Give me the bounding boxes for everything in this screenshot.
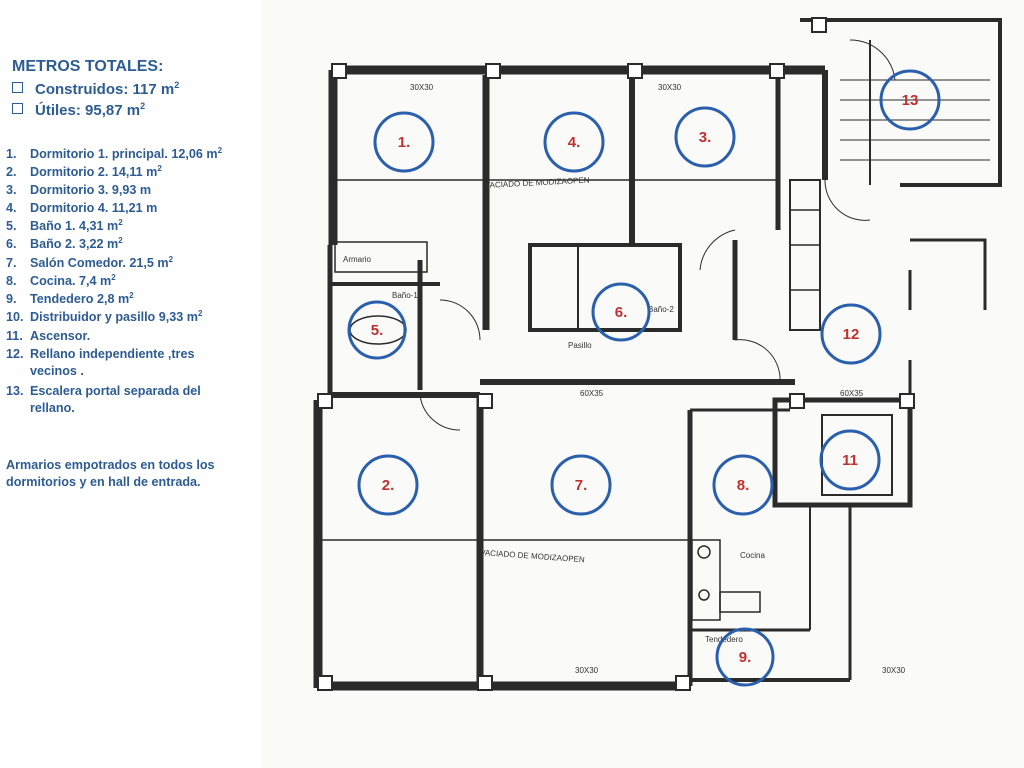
legend-item-1: 1.Dormitorio 1. principal. 12,06 m2 [6, 146, 223, 162]
room-marker-3: 3. [674, 106, 736, 168]
plan-text-pasillo: Pasillo [568, 341, 592, 350]
room-marker-7: 7. [550, 454, 612, 516]
legend-item-12-cont: vecinos . [30, 364, 84, 378]
legend-title: METROS TOTALES: [12, 58, 164, 75]
room-label-9: 9. [739, 649, 752, 666]
legend-item-8: 8.Cocina. 7,4 m2 [6, 273, 116, 289]
room-label-12: 12 [843, 326, 860, 343]
room-marker-13: 13 [879, 69, 941, 131]
total-useful: Útiles: 95,87 m2 [12, 101, 145, 119]
total-built: Construidos: 117 m2 [12, 80, 179, 98]
note-line-1: Armarios empotrados en todos los [6, 458, 215, 472]
room-label-2: 2. [382, 477, 395, 494]
room-marker-5: 5. [347, 300, 407, 360]
room-label-7: 7. [575, 477, 588, 494]
plan-text-bano1: Baño-1 [392, 291, 418, 300]
legend-item-9: 9.Tendedero 2,8 m2 [6, 291, 134, 307]
room-marker-8: 8. [712, 454, 774, 516]
plan-text-armario: Armario [343, 255, 372, 264]
checkbox-icon [12, 103, 23, 114]
checkbox-icon [12, 82, 23, 93]
legend-item-13: 13.Escalera portal separada del [6, 384, 201, 398]
plan-text-dim-5: 30X30 [575, 666, 599, 675]
room-label-5: 5. [371, 322, 384, 339]
room-marker-2: 2. [357, 454, 419, 516]
room-label-6: 6. [615, 304, 628, 321]
columns [317, 17, 915, 691]
floor-plan: VACIADO DE MODIZAOPEN VACIADO DE MODIZAO… [262, 0, 1024, 768]
legend-item-10: 10.Distribuidor y pasillo 9,33 m2 [6, 309, 203, 325]
legend-item-3: 3.Dormitorio 3. 9,93 m [6, 183, 152, 198]
room-label-4: 4. [568, 134, 581, 151]
room-marker-11: 11 [819, 429, 881, 491]
legend-panel: METROS TOTALES: Construidos: 117 m2 Útil… [0, 0, 262, 768]
plan-text-dim-1: 30X30 [410, 83, 434, 92]
note-line-2: dormitorios y en hall de entrada. [6, 475, 201, 489]
plan-text-dim-6: 30X30 [882, 666, 906, 675]
legend-item-7: 7.Salón Comedor. 21,5 m2 [6, 255, 174, 271]
legend-item-5: 5.Baño 1. 4,31 m2 [6, 218, 123, 234]
room-marker-6: 6. [591, 282, 651, 342]
plan-text-dim-2: 30X30 [658, 83, 682, 92]
plan-text-cocina: Cocina [740, 551, 765, 560]
legend-item-12: 12.Rellano independiente ,tres [6, 347, 195, 361]
legend-item-11: 11.Ascensor. [6, 329, 91, 344]
legend-item-2: 2.Dormitorio 2. 14,11 m2 [6, 164, 162, 180]
room-marker-12: 12 [820, 303, 882, 365]
room-marker-4: 4. [543, 111, 605, 173]
legend-item-6: 6.Baño 2. 3,22 m2 [6, 236, 123, 252]
plan-text-dim-3: 60X35 [580, 389, 604, 398]
legend-item-4: 4.Dormitorio 4. 11,21 m [6, 201, 158, 216]
legend-item-13-cont: rellano. [30, 401, 75, 415]
room-label-3: 3. [699, 129, 712, 146]
plan-text-bano2: Baño-2 [648, 305, 674, 314]
room-label-8: 8. [737, 477, 750, 494]
room-label-13: 13 [902, 92, 919, 109]
room-markers: 1. 2. 3. 4. 5. 6. [347, 69, 941, 687]
plan-text-dim-4: 60X35 [840, 389, 864, 398]
room-label-11: 11 [842, 452, 858, 469]
walls [313, 18, 1002, 691]
room-label-1: 1. [398, 134, 411, 151]
floor-plan-drawing: VACIADO DE MODIZAOPEN VACIADO DE MODIZAO… [262, 0, 1024, 768]
room-marker-9: 9. [715, 627, 775, 687]
room-marker-1: 1. [373, 111, 435, 173]
